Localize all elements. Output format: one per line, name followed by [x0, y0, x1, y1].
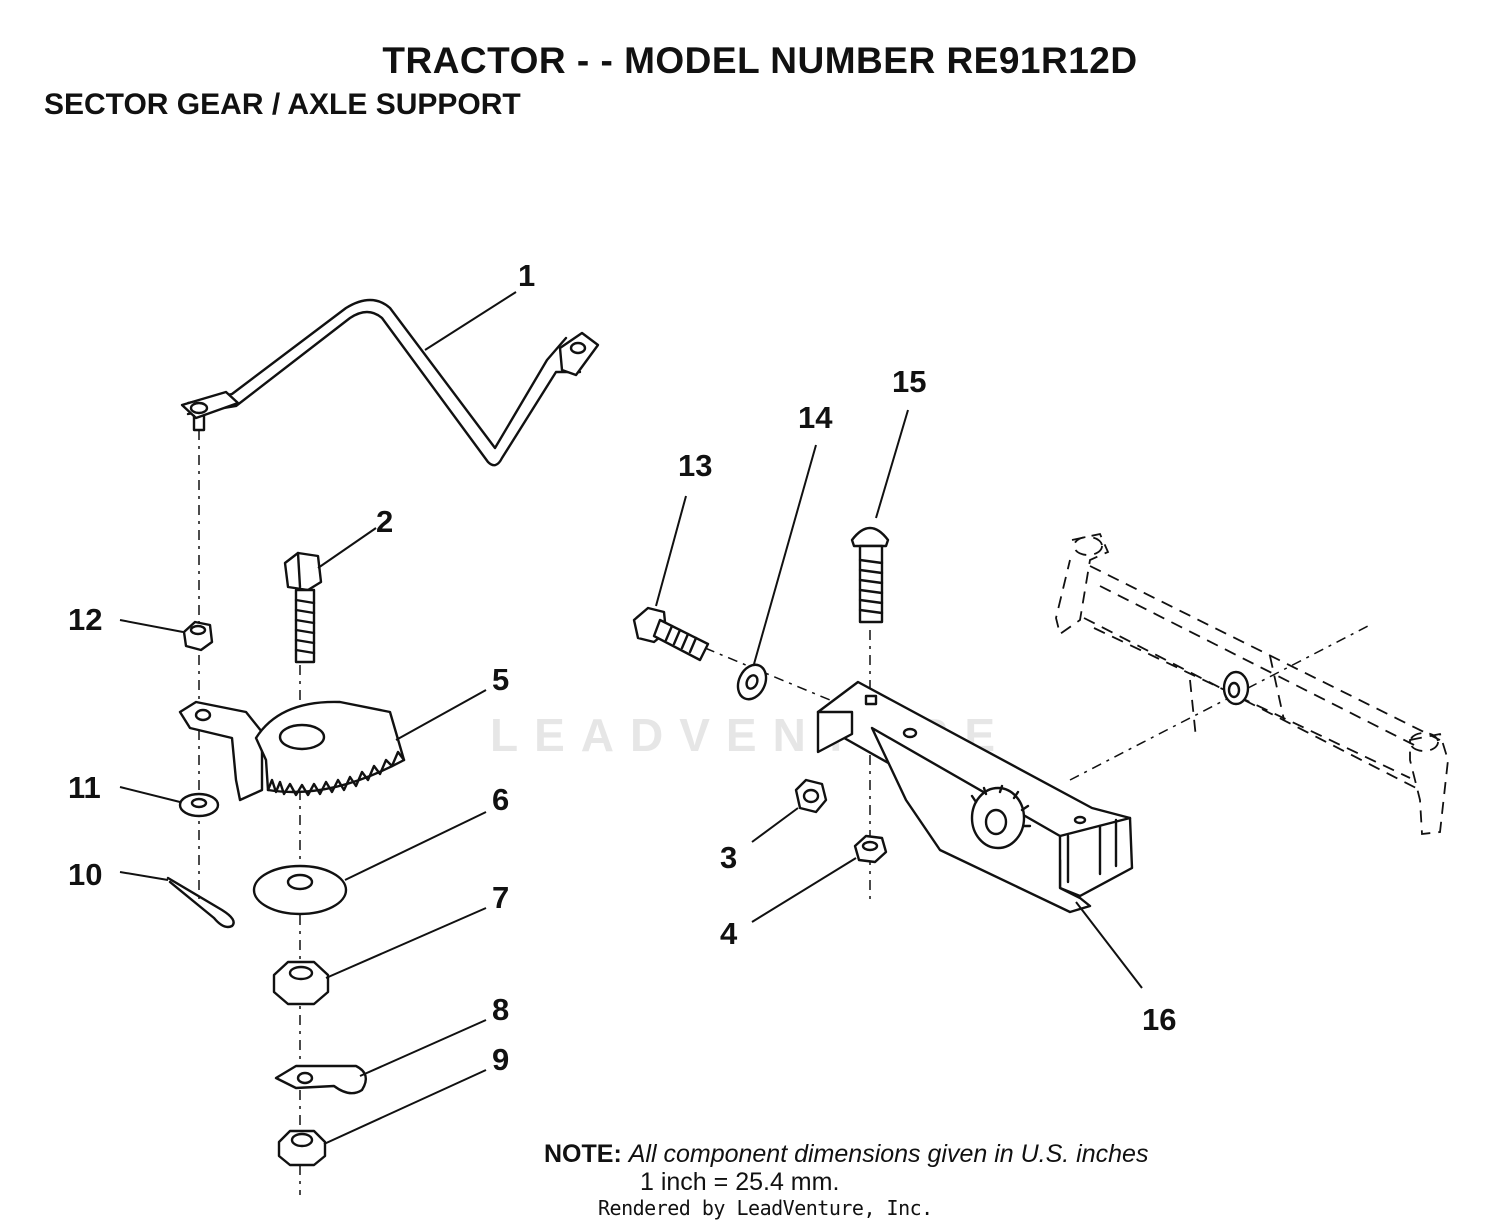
part-16-axle-support[interactable] — [816, 680, 1134, 914]
callout-1: 1 — [518, 258, 535, 293]
rendered-by-credit: Rendered by LeadVenture, Inc. — [598, 1196, 933, 1220]
leader-13 — [655, 495, 687, 607]
leader-8 — [359, 1019, 487, 1077]
callout-7: 7 — [492, 880, 509, 915]
callout-8: 8 — [492, 992, 509, 1027]
callout-13: 13 — [678, 448, 712, 483]
callout-14: 14 — [798, 400, 833, 435]
leader-3 — [751, 807, 799, 843]
leader-6 — [344, 811, 487, 881]
part-10-cotter-pin[interactable] — [166, 876, 235, 929]
callout-4: 4 — [720, 916, 738, 951]
callout-16: 16 — [1142, 1002, 1176, 1037]
part-7-nut[interactable] — [272, 960, 330, 1006]
centerline-axle — [1069, 624, 1371, 781]
callout-11: 11 — [68, 770, 101, 805]
page-title: TRACTOR - - MODEL NUMBER RE91R12D — [382, 40, 1138, 81]
leader-10 — [119, 871, 169, 881]
callout-15: 15 — [892, 364, 926, 399]
callout-6: 6 — [492, 782, 509, 817]
part-11-washer[interactable] — [178, 792, 220, 818]
part-12-nut[interactable] — [182, 620, 214, 652]
leader-4 — [751, 857, 857, 923]
leader-12 — [119, 619, 184, 633]
part-13-bolt[interactable] — [632, 606, 710, 662]
part-9-nut[interactable] — [277, 1129, 327, 1167]
leader-7 — [325, 907, 487, 979]
callout-12: 12 — [68, 602, 102, 637]
part-4-nut[interactable] — [853, 834, 888, 864]
part-14-washer[interactable] — [733, 660, 772, 704]
callout-10: 10 — [68, 857, 102, 892]
page-subtitle: SECTOR GEAR / AXLE SUPPORT — [44, 88, 521, 121]
part-5-sector-gear[interactable] — [178, 700, 406, 802]
part-1-drag-link[interactable] — [180, 298, 600, 467]
callout-9: 9 — [492, 1042, 509, 1077]
leader-11 — [119, 786, 181, 803]
callout-5: 5 — [492, 662, 509, 697]
part-3-nut[interactable] — [794, 778, 828, 814]
part-8-clip[interactable] — [274, 1064, 368, 1095]
leader-2 — [317, 527, 377, 569]
leader-15 — [875, 409, 909, 519]
leader-16 — [1075, 901, 1143, 989]
leader-5 — [395, 689, 487, 741]
callout-3: 3 — [720, 840, 737, 875]
note-line-1: All component dimensions given in U.S. i… — [628, 1140, 1149, 1168]
part-2-bolt[interactable] — [283, 551, 323, 664]
note-line-2: 1 inch = 25.4 mm. — [640, 1168, 840, 1196]
part-15-carriage-bolt[interactable] — [850, 526, 890, 624]
leader-1 — [424, 291, 517, 351]
front-axle-reference — [1055, 532, 1449, 835]
centerline-bolt13 — [704, 647, 831, 701]
leader-14 — [753, 444, 817, 665]
leader-9 — [323, 1069, 487, 1145]
note-label: NOTE: — [544, 1140, 622, 1168]
callout-2: 2 — [376, 504, 393, 539]
part-6-washer[interactable] — [252, 864, 348, 916]
dimension-note: NOTE: All component dimensions given in … — [544, 1140, 1148, 1196]
